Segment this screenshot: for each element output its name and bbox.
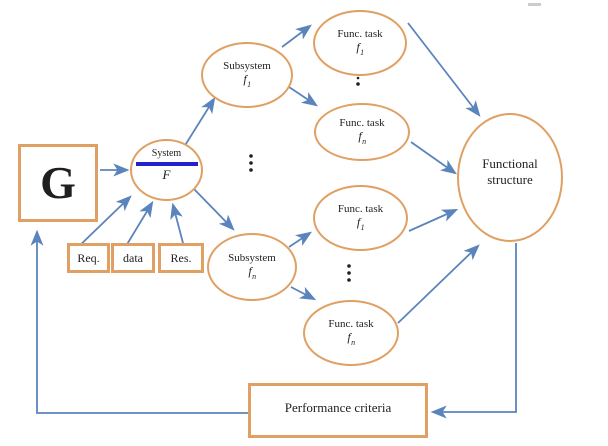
vertical-ellipsis-subsystems-icon [249, 154, 253, 172]
arrow-task-1a-to-structure [407, 22, 481, 117]
vertical-ellipsis-tasks-top-icon [356, 76, 360, 86]
system-node: System F [130, 139, 203, 201]
func-task-nb-node: Func. task fn [303, 300, 399, 366]
subsystem-1-symbol: f1 [243, 71, 252, 90]
arrow-system-to-subsystem-n [192, 187, 235, 231]
arrow-subsystem-1-to-task-1a [281, 24, 312, 48]
data-box: data [111, 243, 155, 273]
data-label: data [123, 250, 143, 265]
func-task-nb-title: Func. task [328, 317, 374, 330]
arrow-structure-to-performance [430, 243, 517, 419]
arrow-req-to-system [74, 195, 132, 251]
res-label: Res. [170, 250, 192, 265]
res-box: Res. [158, 243, 204, 273]
arrow-task-1b-to-structure [408, 209, 459, 232]
subsystem-n-title: Subsystem [228, 251, 276, 264]
func-task-na-symbol: fn [358, 128, 367, 147]
arrow-res-to-system [170, 202, 184, 244]
system-symbol: F [162, 167, 171, 182]
subsystem-1-title: Subsystem [223, 59, 271, 72]
arrow-subsystem-n-to-task-nb [290, 286, 317, 301]
func-task-1b-title: Func. task [337, 202, 384, 215]
subsystem-n-node: Subsystem fn [207, 233, 297, 301]
vertical-ellipsis-tasks-bottom-icon [347, 264, 351, 282]
func-task-nb-symbol: fn [347, 329, 356, 348]
arrow-task-nb-to-structure [397, 244, 480, 324]
goal-box: G [18, 144, 98, 222]
arrow-data-to-system [125, 200, 154, 247]
goal-label: G [40, 157, 76, 208]
func-task-na-node: Func. task fn [314, 103, 410, 161]
arrow-system-to-subsystem-1 [183, 96, 216, 148]
req-label: Req. [77, 250, 100, 265]
performance-criteria-label: Performance criteria [284, 399, 392, 415]
system-title: System [151, 148, 182, 159]
subsystem-1-node: Subsystem f1 [201, 42, 293, 108]
performance-criteria-box: Performance criteria [248, 383, 428, 438]
arrow-performance-to-goal [30, 229, 248, 414]
arrow-task-na-to-structure [410, 141, 457, 175]
func-task-1a-title: Func. task [337, 27, 383, 40]
artifact-dash [528, 3, 541, 6]
functional-structure-label: Functional structure [482, 155, 538, 187]
func-task-1a-symbol: f1 [356, 39, 365, 58]
functional-structure-node: Functional structure [457, 113, 563, 242]
arrow-subsystem-n-to-task-1b [288, 231, 313, 248]
req-box: Req. [67, 243, 110, 273]
func-task-na-title: Func. task [339, 116, 385, 129]
func-task-1b-symbol: f1 [356, 214, 365, 233]
func-task-1a-node: Func. task f1 [313, 10, 407, 76]
system-divider [135, 162, 198, 166]
func-task-1b-node: Func. task f1 [313, 185, 408, 251]
subsystem-n-symbol: fn [248, 263, 257, 282]
arrow-subsystem-1-to-task-na [288, 86, 319, 107]
